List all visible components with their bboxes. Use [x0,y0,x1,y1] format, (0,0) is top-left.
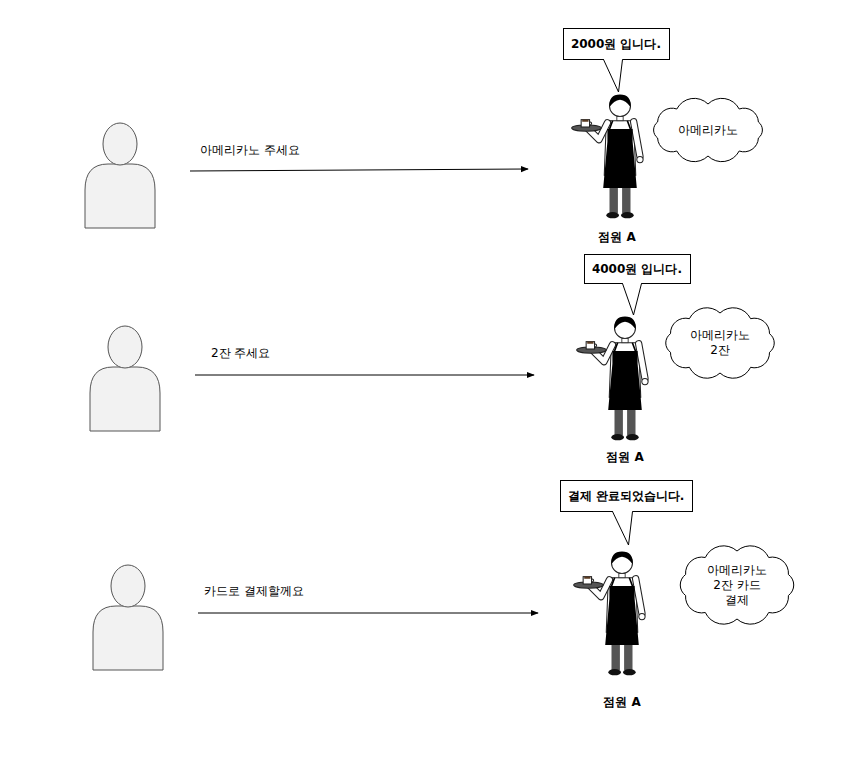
customer-figure [90,326,160,431]
speech-bubble: 4000원 입니다. [584,254,691,284]
thought-text: 아메리카노 2잔 카드 결제 [702,563,772,608]
barista-figure [574,551,645,675]
tail-fill [603,59,622,93]
barista-figure [572,94,643,218]
cloud-shape [666,308,774,378]
thought-cloud: 아메리카노 [649,98,767,162]
customer-figure [85,123,155,228]
thought-text: 아메리카노 2잔 [685,328,755,358]
staff-name: 점원 A [601,694,642,711]
tail-fill [622,283,641,316]
speech-label: 카드로 결제할께요 [202,583,306,600]
tail-outline [603,60,622,93]
speech-bubble: 결제 완료되었습니다. [560,480,693,512]
tail-outline [622,284,641,316]
request-arrow [195,375,534,376]
speech-label: 2잔 주세요 [209,345,272,362]
staff-name: 점원 A [596,229,637,246]
cloud-shape [680,546,793,624]
speech-bubble: 2000원 입니다. [563,28,670,60]
thought-text: 아메리카노 [678,123,738,138]
tail-fill [612,511,632,546]
request-arrow [198,613,538,614]
speech-label: 아메리카노 주세요 [198,142,302,159]
speech-text: 2000원 입니다. [571,37,661,52]
cloud-shape [654,98,763,161]
tail-outline [612,512,632,546]
request-arrow [190,169,528,171]
staff-name: 점원 A [604,449,645,466]
customer-figure [93,565,163,670]
speech-text: 4000원 입니다. [592,262,682,277]
speech-text: 결제 완료되었습니다. [568,489,685,504]
thought-cloud: 아메리카노 2잔 [662,307,778,379]
barista-figure [577,316,648,440]
thought-cloud: 아메리카노 2잔 카드 결제 [677,545,797,625]
